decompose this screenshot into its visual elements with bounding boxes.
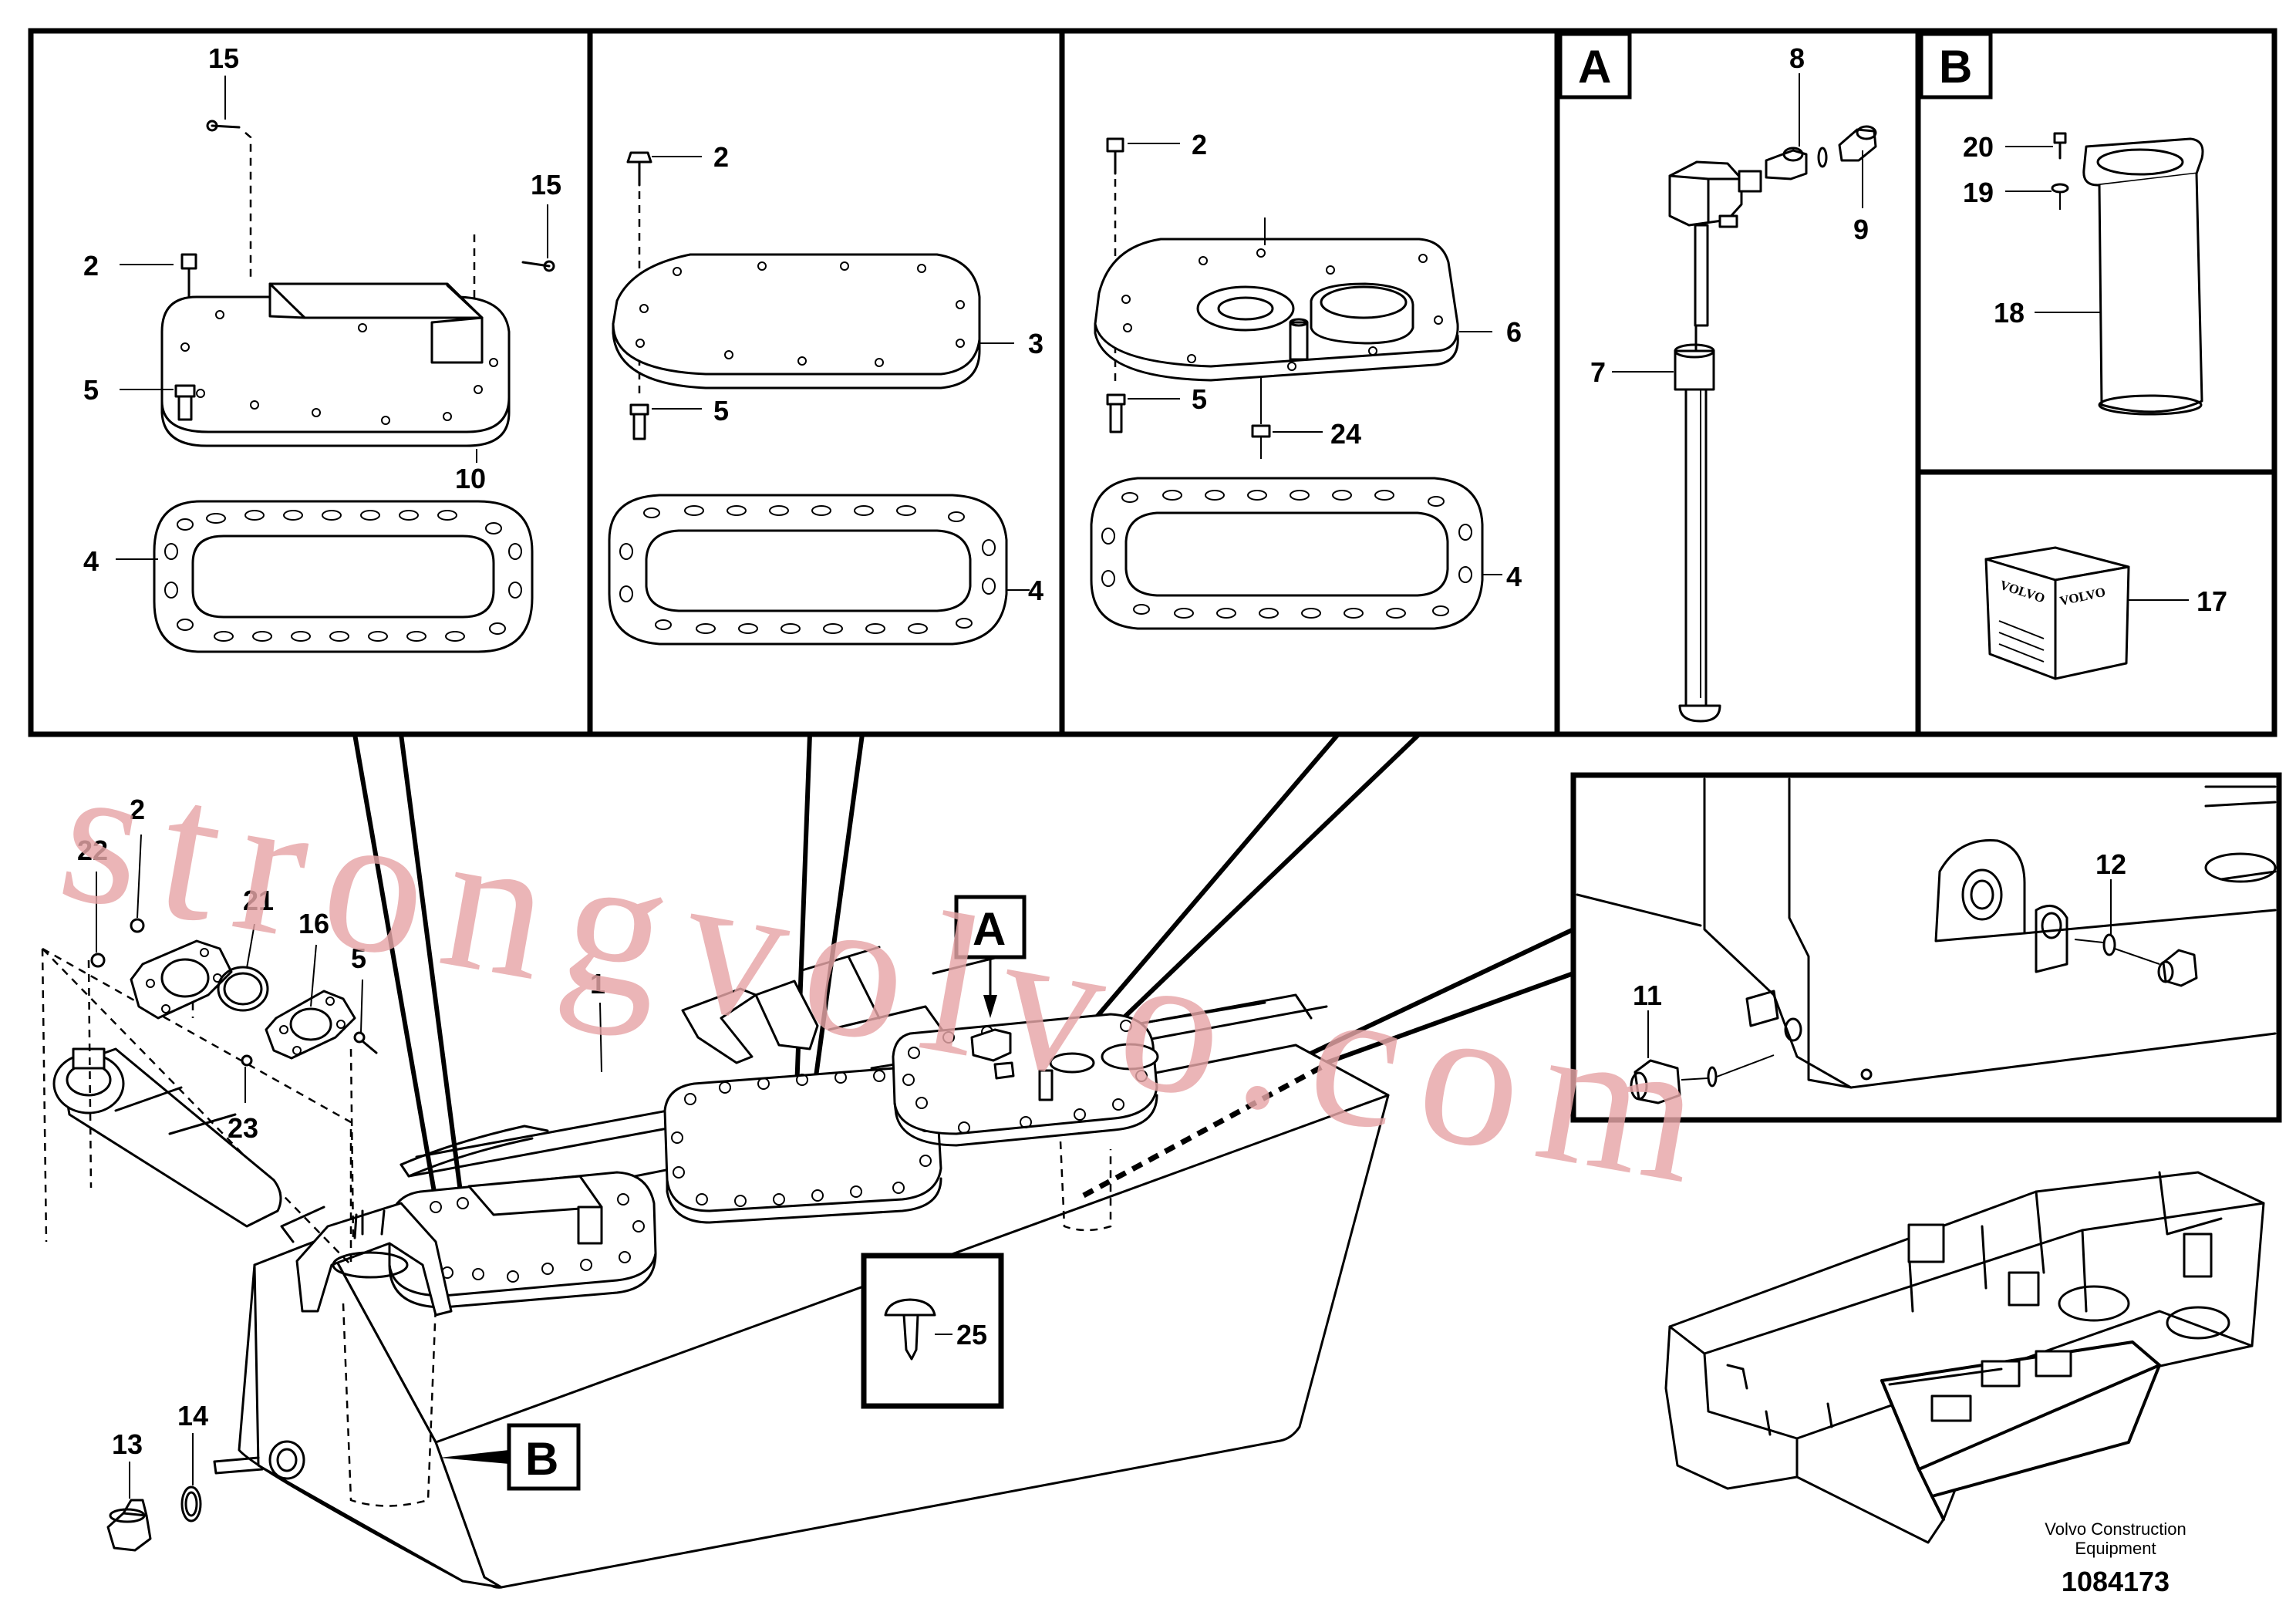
view-letter-a: A bbox=[1578, 41, 1611, 93]
panel-view-b-filler-tube: B 20 19 18 bbox=[1915, 28, 2277, 475]
main-callouts: 1 A B 25 13 14 bbox=[106, 895, 1027, 1552]
callout-11: 11 bbox=[1633, 980, 1662, 1011]
callout-2: 2 bbox=[713, 141, 729, 173]
callout-8: 8 bbox=[1789, 42, 1805, 74]
callout-2: 2 bbox=[83, 250, 99, 282]
callout-24: 24 bbox=[1330, 418, 1361, 450]
publisher-name: Equipment bbox=[2075, 1539, 2156, 1558]
callout-1: 1 bbox=[590, 968, 605, 1000]
callout-5: 5 bbox=[713, 395, 729, 427]
panel-kit-17: VOLVO VOLVO 17 bbox=[1915, 469, 2277, 737]
callout-4: 4 bbox=[1506, 561, 1522, 592]
callout-19: 19 bbox=[1963, 177, 1994, 208]
callout-20: 20 bbox=[1963, 131, 1994, 163]
view-letter-b-marker: B bbox=[525, 1433, 558, 1485]
panel-view-a-fuel-sender: A 8 9 7 bbox=[1554, 28, 1921, 737]
callout-2: 2 bbox=[130, 794, 145, 825]
callout-14: 14 bbox=[177, 1400, 208, 1431]
fuel-tank-main-view bbox=[213, 946, 1390, 1589]
document-number: 1084173 bbox=[2062, 1566, 2170, 1597]
callout-5: 5 bbox=[83, 374, 99, 406]
panel-cover-6: 2 6 5 24 4 bbox=[1059, 28, 1560, 737]
callout-22: 22 bbox=[77, 835, 108, 866]
callout-7: 7 bbox=[1590, 356, 1606, 388]
callout-5: 5 bbox=[351, 943, 366, 974]
callout-17: 17 bbox=[2197, 585, 2227, 617]
callout-16: 16 bbox=[298, 908, 329, 939]
view-letter-a-marker: A bbox=[973, 903, 1006, 955]
callout-21: 21 bbox=[243, 885, 274, 916]
callout-5: 5 bbox=[1192, 383, 1207, 415]
callout-9: 9 bbox=[1853, 214, 1869, 245]
callout-13: 13 bbox=[112, 1428, 143, 1460]
machine-frame-locator bbox=[1664, 1171, 2265, 1544]
panel-drain-detail: 12 11 bbox=[1570, 772, 2282, 1123]
callout-25: 25 bbox=[956, 1319, 987, 1351]
callout-3: 3 bbox=[1028, 328, 1043, 359]
view-letter-b: B bbox=[1939, 41, 1972, 93]
callout-4: 4 bbox=[1028, 575, 1043, 606]
callout-23: 23 bbox=[228, 1112, 258, 1144]
callout-12: 12 bbox=[2095, 848, 2126, 880]
callout-2: 2 bbox=[1192, 129, 1207, 160]
publisher-name: Volvo Construction bbox=[2045, 1519, 2186, 1539]
panel-cover-10: 15 15 2 5 10 4 bbox=[28, 28, 593, 737]
callout-15: 15 bbox=[531, 169, 561, 201]
filler-assembly-exploded: 2 22 21 16 5 23 bbox=[41, 794, 378, 1268]
panel-cover-3: 2 3 5 4 bbox=[587, 28, 1065, 737]
callout-10: 10 bbox=[455, 463, 486, 494]
callout-15: 15 bbox=[208, 42, 239, 74]
callout-4: 4 bbox=[83, 545, 99, 577]
callout-6: 6 bbox=[1506, 316, 1522, 348]
callout-18: 18 bbox=[1994, 297, 2025, 329]
